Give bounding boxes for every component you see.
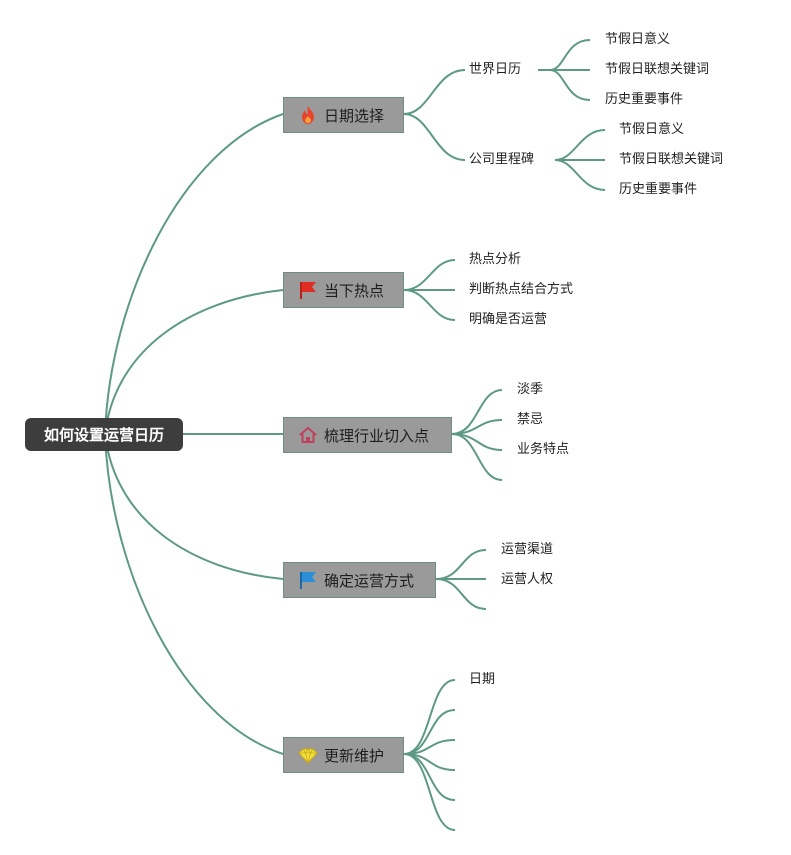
branch-label: 确定运营方式 bbox=[324, 571, 415, 590]
link-root-to-operation-method bbox=[104, 433, 284, 580]
root-label: 如何设置运营日历 bbox=[43, 426, 164, 444]
branch-industry-entry-points[interactable]: 梳理行业切入点 bbox=[283, 417, 452, 453]
leaf-holiday-keywords[interactable]: 节假日联想关键词 bbox=[619, 152, 724, 167]
branch-label: 日期选择 bbox=[324, 106, 385, 125]
leaf-business-traits[interactable]: 业务特点 bbox=[517, 442, 570, 457]
leaf-taboos[interactable]: 禁忌 bbox=[517, 412, 544, 427]
branch-current-hotspots[interactable]: 当下热点 bbox=[283, 272, 404, 308]
red-flag-icon bbox=[298, 280, 318, 300]
branch-label: 更新维护 bbox=[324, 746, 385, 765]
branch-update-maintenance[interactable]: 更新维护 bbox=[283, 737, 404, 773]
leaf-hotspot-combination[interactable]: 判断热点结合方式 bbox=[469, 282, 574, 297]
branch-label: 当下热点 bbox=[324, 281, 385, 300]
leaf-operation-channels[interactable]: 运营渠道 bbox=[501, 542, 554, 557]
leaf-off-season[interactable]: 淡季 bbox=[517, 382, 544, 397]
link-root-to-current-hotspots bbox=[104, 289, 284, 435]
link-root-to-update-maintenance bbox=[104, 433, 284, 755]
blue-flag-icon bbox=[298, 570, 318, 590]
leaf-hotspot-analysis[interactable]: 热点分析 bbox=[469, 252, 522, 267]
branch-operation-method[interactable]: 确定运营方式 bbox=[283, 562, 436, 598]
leaf-historical-events[interactable]: 历史重要事件 bbox=[605, 92, 684, 107]
node-company-milestones[interactable]: 公司里程碑 bbox=[469, 152, 535, 167]
leaf-historical-events[interactable]: 历史重要事件 bbox=[619, 182, 698, 197]
leaf-holiday-meaning[interactable]: 节假日意义 bbox=[619, 122, 685, 137]
branch-label: 梳理行业切入点 bbox=[324, 426, 430, 445]
node-world-calendar[interactable]: 世界日历 bbox=[469, 62, 522, 77]
leaf-holiday-meaning[interactable]: 节假日意义 bbox=[605, 32, 671, 47]
leaf-holiday-keywords[interactable]: 节假日联想关键词 bbox=[605, 62, 710, 77]
link-root-to-date-selection bbox=[104, 113, 284, 435]
home-icon bbox=[298, 425, 318, 445]
leaf-decide-operation[interactable]: 明确是否运营 bbox=[469, 312, 548, 327]
diamond-icon bbox=[298, 745, 318, 765]
fire-icon bbox=[298, 105, 318, 125]
leaf-date[interactable]: 日期 bbox=[469, 672, 496, 687]
branch-date-selection[interactable]: 日期选择 bbox=[283, 97, 404, 133]
root-node[interactable]: 如何设置运营日历 bbox=[25, 418, 183, 451]
leaf-operation-rights[interactable]: 运营人权 bbox=[501, 572, 554, 587]
